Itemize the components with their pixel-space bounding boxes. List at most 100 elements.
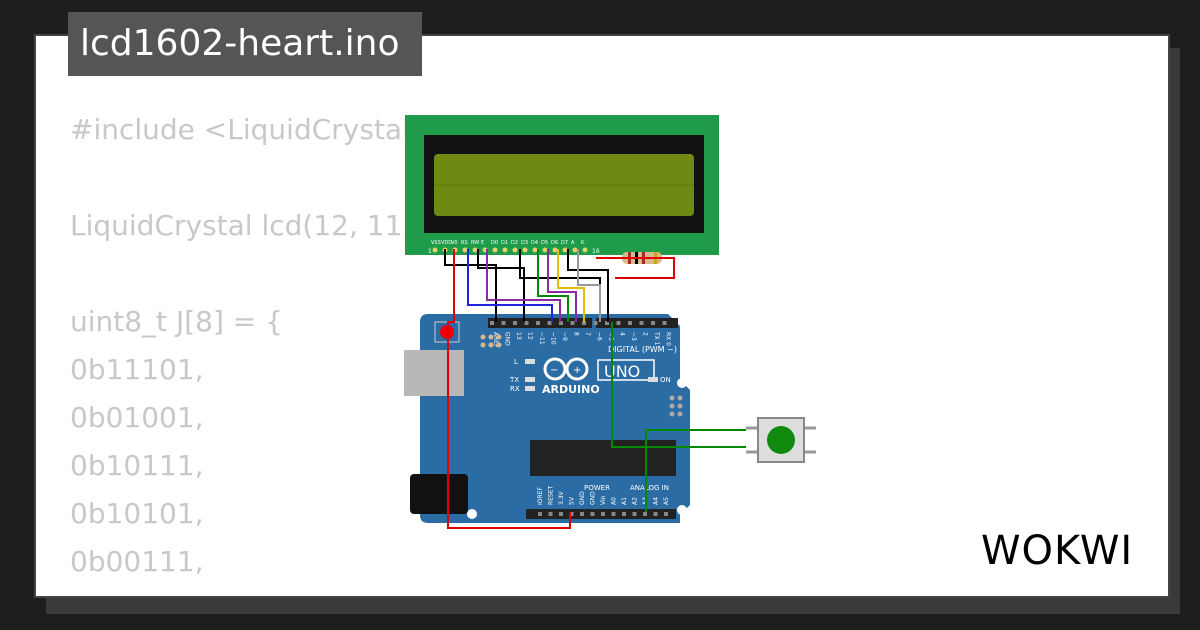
power-analog-pin-label: A2 (632, 497, 639, 505)
lcd-pin[interactable] (572, 247, 578, 253)
power-analog-pin[interactable] (569, 512, 574, 516)
lcd-pin[interactable] (462, 247, 468, 253)
code-line: 0b10111, (70, 449, 204, 482)
code-line: 0b01001, (70, 401, 204, 434)
digital-pin[interactable] (513, 321, 517, 325)
power-analog-pin-label: 3.3V (558, 490, 565, 505)
digital-pin-label: TX 1 (653, 331, 660, 346)
wires (444, 249, 746, 529)
digital-pin[interactable] (651, 321, 655, 325)
digital-pin[interactable] (616, 321, 621, 325)
lcd-pin-label: D6 (551, 240, 558, 246)
svg-text:−: − (550, 365, 558, 376)
digital-pin-label: AREF (492, 332, 499, 348)
digital-pin[interactable] (628, 321, 632, 325)
svg-text:ON: ON (660, 376, 671, 384)
power-analog-pin-label: A4 (653, 497, 660, 505)
power-analog-pin[interactable] (580, 512, 584, 516)
code-line: 0b00111, (70, 545, 204, 578)
digital-pin[interactable] (593, 321, 598, 325)
power-analog-pin[interactable] (538, 512, 542, 516)
digital-pin[interactable] (570, 321, 575, 325)
power-analog-pin-label: IOREF (537, 487, 544, 505)
digital-pin[interactable] (490, 321, 494, 325)
lcd-pin[interactable] (432, 247, 438, 253)
lcd-pin[interactable] (532, 247, 538, 253)
lcd-pin[interactable] (552, 247, 558, 253)
digital-pin[interactable] (582, 321, 586, 325)
sketch-title[interactable]: lcd1602-heart.ino (68, 12, 422, 76)
code-line: uint8_t J[8] = { (70, 305, 283, 338)
digital-pin-label: ~11 (538, 332, 545, 345)
power-analog-pin-label: 5V (569, 496, 576, 505)
lcd-pin[interactable] (502, 247, 508, 253)
svg-text:+: + (573, 365, 581, 376)
power-analog-pin-label: GND (579, 491, 586, 505)
pushbutton[interactable] (746, 417, 816, 463)
lcd-pin-label: V0 (451, 240, 458, 246)
power-analog-pin-label: A1 (621, 497, 628, 505)
analog-label: ANALOG IN (630, 484, 669, 492)
lcd-pin[interactable] (512, 247, 518, 253)
power-analog-pin[interactable] (622, 512, 626, 516)
arduino-model-text: UNO (604, 362, 640, 381)
svg-text:TX: TX (509, 376, 519, 384)
arduino-brand-text: ARDUINO (542, 383, 600, 396)
lcd-pin[interactable] (542, 247, 548, 253)
digital-pin[interactable] (547, 321, 552, 325)
power-analog-pin-label: GND (590, 491, 597, 505)
power-jack (410, 474, 468, 514)
digital-pin[interactable] (524, 321, 529, 325)
power-analog-pin-label: A0 (611, 497, 618, 505)
digital-pin[interactable] (639, 321, 644, 325)
arduino-logo: − + (543, 357, 589, 381)
digital-pin[interactable] (536, 321, 540, 325)
wokwi-brand-text: WOKWI (981, 528, 1133, 574)
lcd-pin[interactable] (562, 247, 568, 253)
lcd-pin-label: D1 (501, 240, 508, 246)
digital-pin-label: 2 (642, 332, 649, 336)
digital-pin-label: ~5 (607, 332, 614, 341)
svg-text:L: L (514, 358, 518, 366)
lcd-pin[interactable] (582, 247, 588, 253)
power-analog-pin-label: A5 (663, 497, 670, 505)
digital-pin-label: 7 (584, 332, 591, 336)
lcd-pin[interactable] (522, 247, 528, 253)
digital-pin-label: RX 0 (665, 332, 672, 346)
lcd-pin[interactable] (472, 247, 478, 253)
lcd-pin-label: VDD (441, 240, 452, 246)
power-analog-pin[interactable] (664, 512, 668, 516)
lcd-pin-first: 1 (428, 248, 432, 255)
code-line: 0b10101, (70, 497, 204, 530)
digital-pin[interactable] (501, 321, 506, 325)
icsp2-header (669, 395, 683, 417)
lcd-pin-label: D4 (531, 240, 538, 246)
digital-pin-label: ~10 (550, 332, 557, 345)
power-analog-pin[interactable] (611, 512, 616, 516)
board-leds: L TX RX ON (509, 358, 671, 393)
digital-pin[interactable] (559, 321, 563, 325)
power-analog-pin[interactable] (653, 512, 658, 516)
icsp-header (480, 334, 502, 348)
lcd-pin-label: A (571, 240, 575, 246)
lcd-pin-label: E (481, 240, 484, 246)
atmega-chip (530, 440, 676, 476)
digital-pin-label: ~3 (630, 332, 637, 341)
lcd-pin[interactable] (492, 247, 498, 253)
digital-pin[interactable] (605, 321, 609, 325)
power-analog-pin[interactable] (590, 512, 595, 516)
power-analog-pin[interactable] (601, 512, 605, 516)
power-label: POWER (584, 484, 610, 492)
digital-pin[interactable] (662, 321, 667, 325)
power-analog-pin[interactable] (559, 512, 563, 516)
lcd-pin-label: D3 (521, 240, 528, 246)
power-analog-pin[interactable] (632, 512, 637, 516)
lcd-pin-label: D5 (541, 240, 548, 246)
power-analog-pin[interactable] (548, 512, 553, 516)
code-line: 0b11101, (70, 353, 204, 386)
power-analog-pin[interactable] (643, 512, 647, 516)
